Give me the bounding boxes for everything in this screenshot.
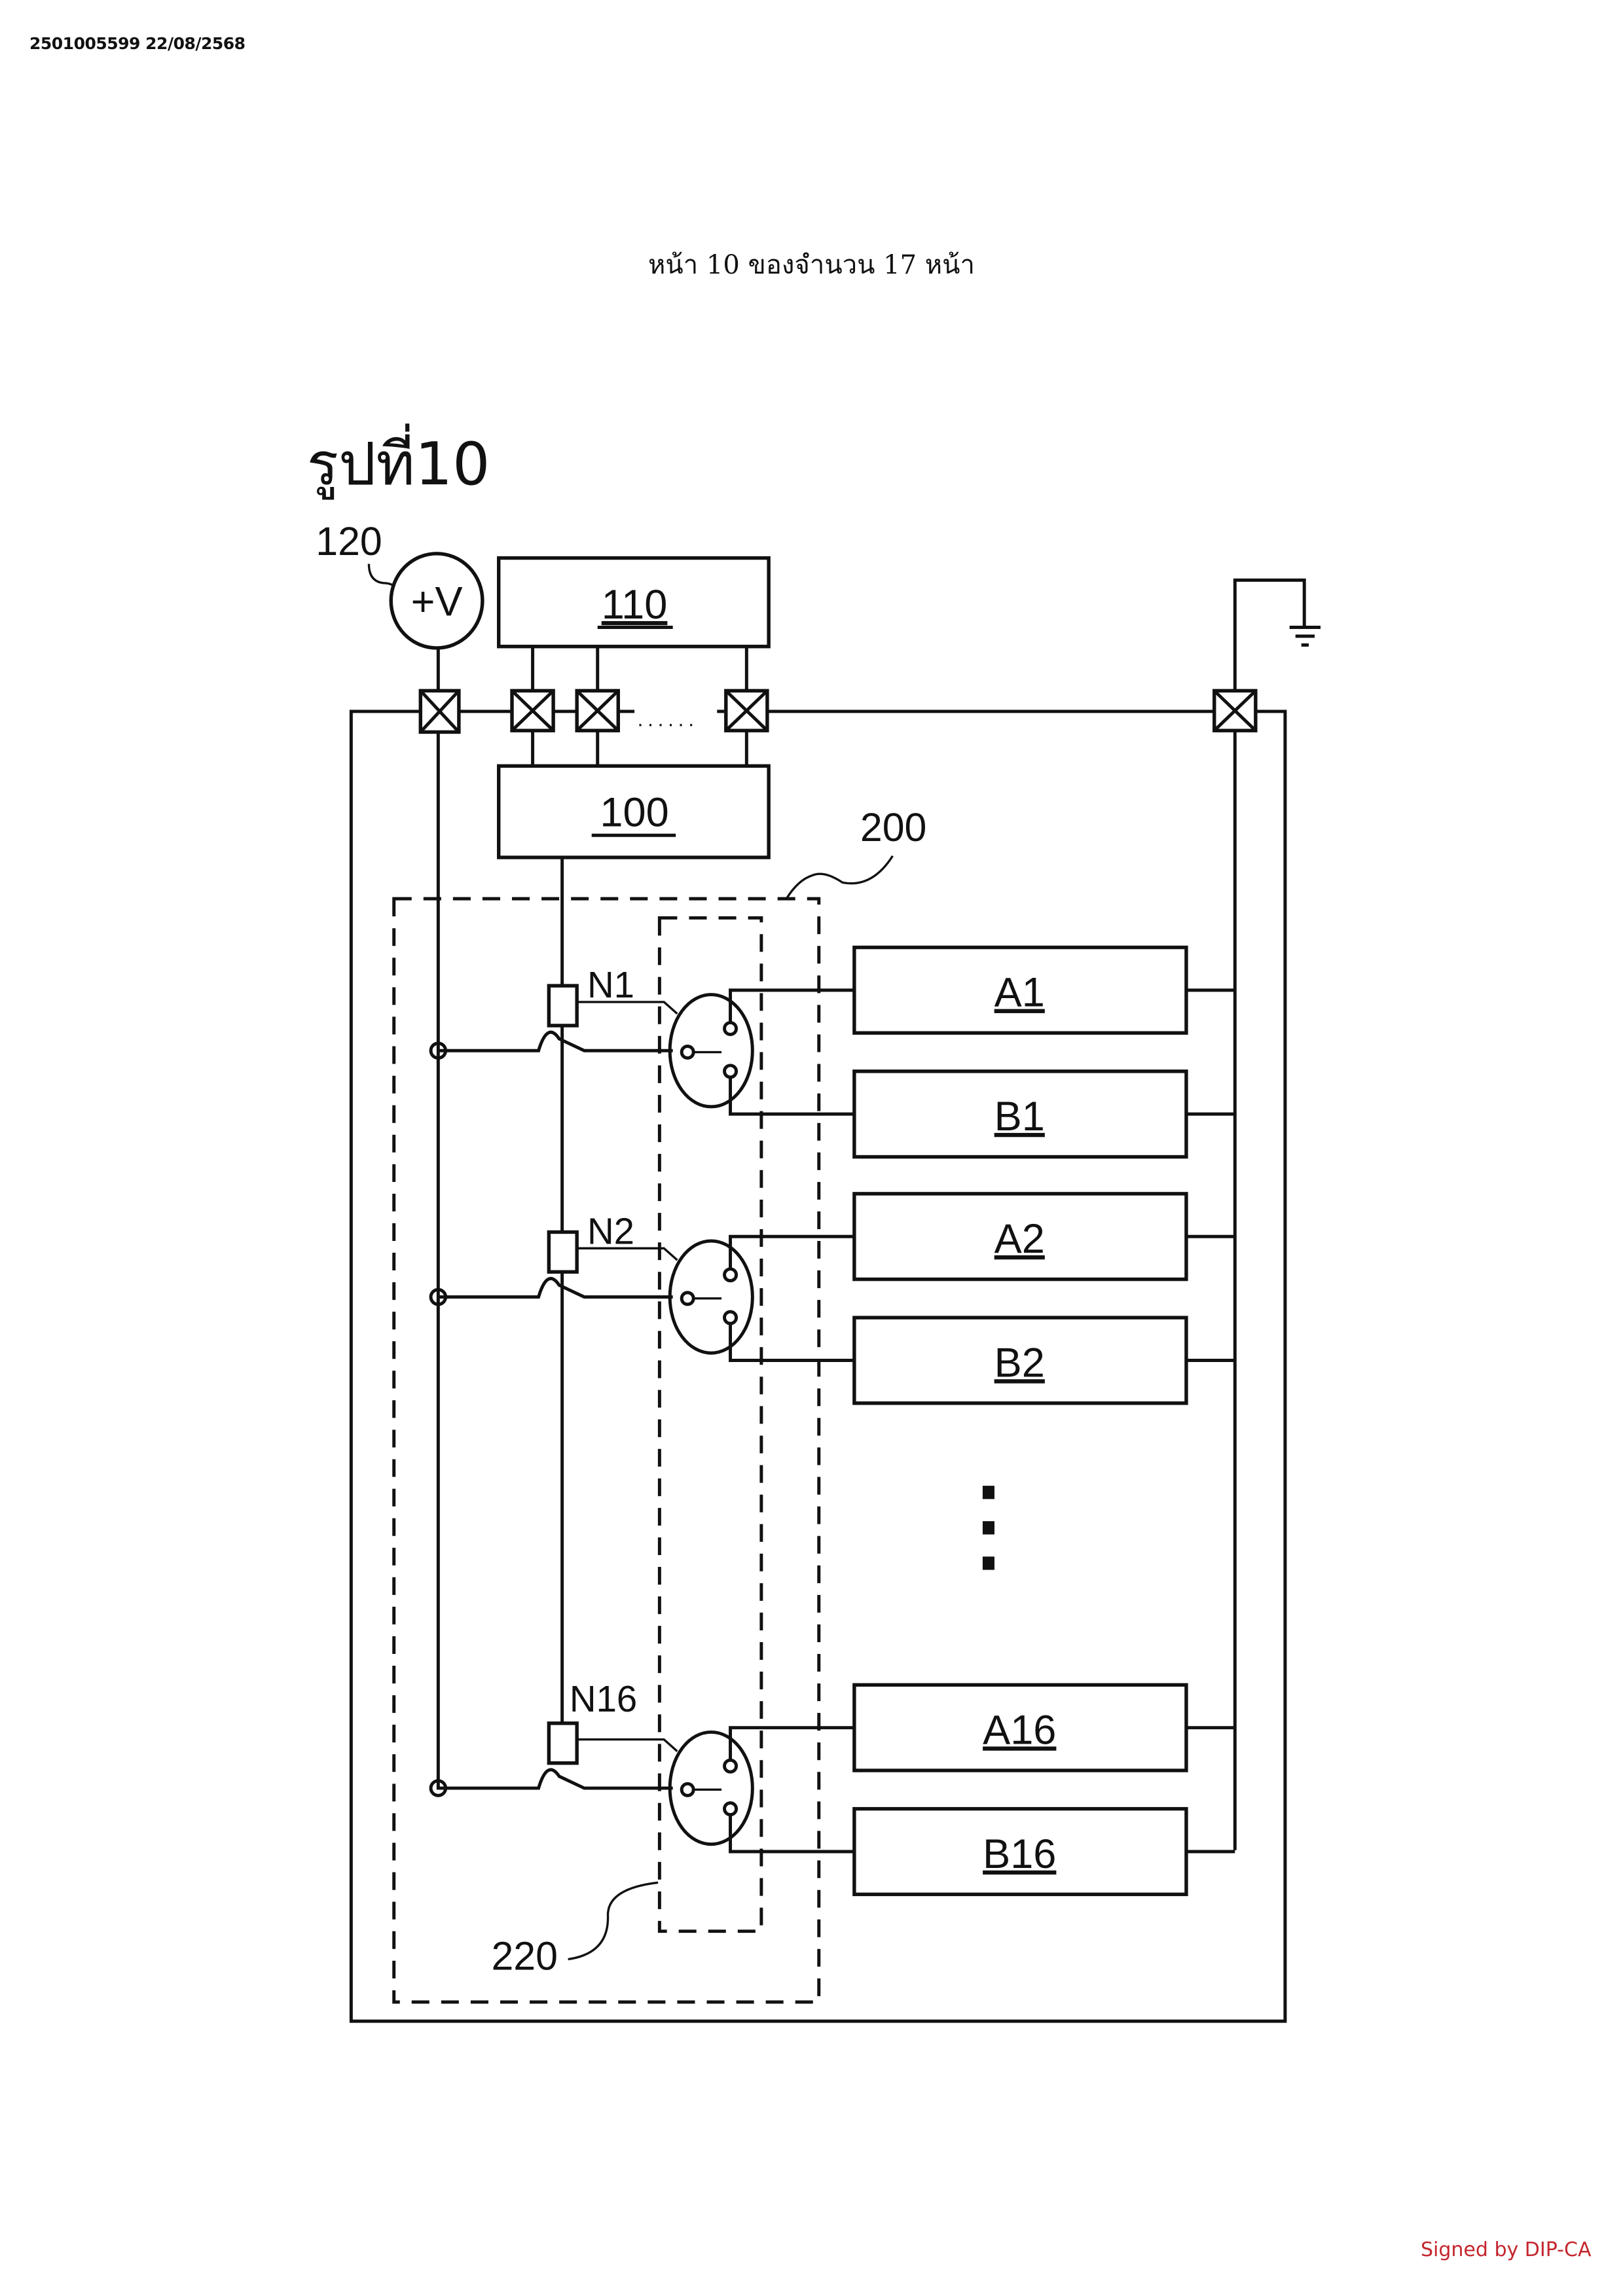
- load-label: A2: [994, 1216, 1045, 1262]
- load-label: B2: [994, 1340, 1045, 1386]
- load-label: B1: [994, 1094, 1045, 1139]
- ground-icon: [1290, 627, 1321, 645]
- relay-coil: [549, 986, 577, 1026]
- connector-n: [726, 691, 767, 730]
- relay-label: N2: [587, 1210, 634, 1251]
- leader-200: [786, 856, 892, 899]
- enclosure-200: [394, 899, 819, 2002]
- bus-links: [533, 647, 747, 766]
- connector-ground: [1214, 691, 1256, 730]
- load-label: B16: [983, 1831, 1056, 1877]
- block-110: 110: [499, 558, 769, 647]
- load-label: A1: [994, 970, 1045, 1016]
- figure-title: รูปที่10: [307, 423, 490, 500]
- connector-1: [512, 691, 553, 730]
- connector-vplus: [420, 691, 459, 732]
- vertical-ellipsis: [983, 1486, 994, 1570]
- digital-signature: Signed by DIP-CA: [1421, 2238, 1591, 2261]
- block-110-label: 110: [602, 582, 668, 628]
- ref-label-200: 200: [860, 805, 927, 850]
- block-100-label: 100: [600, 790, 668, 836]
- relay-coil: [549, 1232, 577, 1272]
- relay-label: N1: [587, 964, 634, 1005]
- channel-1: N1 A1 B1: [431, 948, 1235, 1157]
- ref-label-120: 120: [316, 519, 382, 564]
- channel-2: N2 A2 B2: [431, 1194, 1235, 1403]
- relay-label: N16: [570, 1678, 637, 1719]
- relay-coil: [549, 1723, 577, 1763]
- ellipsis-dots: ......: [638, 707, 699, 730]
- ground-wire: [1235, 580, 1304, 691]
- channel-16: N16 A16 B16: [431, 1678, 1235, 1894]
- leader-220: [568, 1882, 658, 1959]
- voltage-source: +V: [391, 554, 483, 648]
- voltage-source-symbol: +V: [411, 579, 463, 624]
- block-100: 100: [499, 766, 769, 857]
- ref-label-220: 220: [491, 1933, 558, 1978]
- connector-2: [577, 691, 618, 730]
- load-label: A16: [983, 1707, 1056, 1753]
- switch-group-220: [659, 918, 761, 1931]
